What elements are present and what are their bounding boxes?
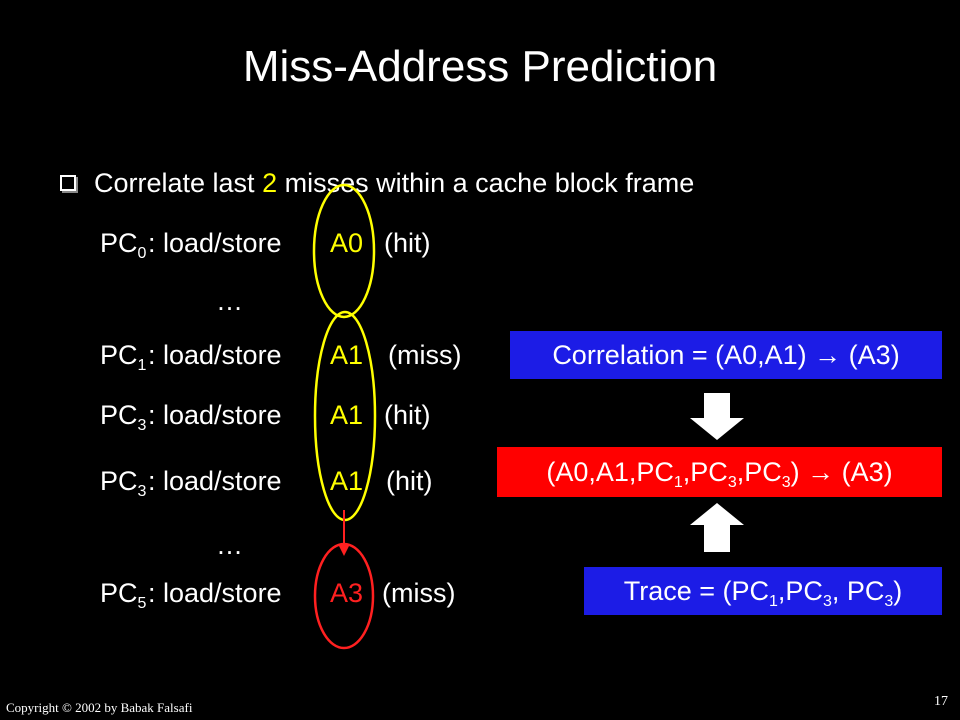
result: (miss) [382,578,456,608]
ellipse-a0-a1 [312,183,376,319]
page-number: 17 [934,694,948,709]
pc-label: PC [100,400,138,430]
ellipse-a3 [313,542,375,650]
op-label: : load/store [148,400,282,430]
bullet-highlight: 2 [262,168,278,198]
trace-box: Trace = (PC1,PC3, PC3) [584,567,942,615]
address: A0 [330,228,364,258]
combined-sub-3: 3 [781,474,791,491]
ellipse-a1-run [313,310,377,522]
access-line-pc3b: PC3 : load/store A1 (hit) [0,466,500,502]
pc-label: PC [100,340,138,370]
trace-text-3: , PC [831,576,885,606]
combined-correlation-box: (A0,A1,PC1,PC3,PC3) → (A3) [497,447,942,497]
access-line-pc5: PC5 : load/store A3 (miss) [0,578,500,614]
pc-label: PC [100,466,138,496]
down-block-arrow [690,393,744,440]
address: A3 [330,578,364,608]
bullet-text-before: Correlate last [94,168,263,198]
access-line-pc1: PC1 : load/store A1 (miss) [0,340,500,376]
trace-sub-3: 3 [884,593,894,610]
access-line-pc3a: PC3 : load/store A1 (hit) [0,400,500,436]
pc-subscript: 1 [137,357,147,374]
slide-title: Miss-Address Prediction [242,42,718,91]
op-label: : load/store [148,228,282,258]
address: A1 [330,466,364,496]
access-line-pc0: PC0 : load/store A0 (hit) [0,228,500,264]
bullet-text-after: misses within a cache block frame [277,168,695,198]
trace-text-4: ) [893,576,903,606]
pc-subscript: 5 [137,595,147,612]
pc-label: PC [100,228,138,258]
result: (miss) [388,340,462,370]
combined-text-4: ) → (A3) [790,457,893,487]
combined-sub-2: 3 [727,474,737,491]
result: (hit) [384,228,431,258]
checkbox-bullet-icon [60,174,76,191]
combined-sub-1: 1 [673,474,683,491]
ellipsis-1: … [216,286,243,316]
result: (hit) [384,400,431,430]
op-label: : load/store [148,340,282,370]
up-block-arrow [690,503,744,552]
combined-text-3: ,PC [736,457,782,487]
op-label: : load/store [148,578,282,608]
pc-subscript: 3 [137,417,147,434]
pc-subscript: 3 [137,483,147,500]
ellipsis-2: … [216,530,243,560]
trace-text-2: ,PC [777,576,823,606]
trace-text-1: Trace = (PC [623,576,770,606]
copyright-footer: Copyright © 2002 by Babak Falsafi [6,700,193,715]
result: (hit) [386,466,433,496]
combined-text-1: (A0,A1,PC [546,457,674,487]
bullet-point: Correlate last 2 misses within a cache b… [60,168,694,199]
trace-sub-2: 3 [822,593,832,610]
correlation-box: Correlation = (A0,A1) → (A3) [510,331,942,379]
combined-text-2: ,PC [682,457,728,487]
address: A1 [330,340,364,370]
pc-subscript: 0 [137,245,147,262]
pc-label: PC [100,578,138,608]
trace-sub-1: 1 [769,593,778,610]
red-arrow-head [338,544,350,556]
op-label: : load/store [148,466,282,496]
address: A1 [330,400,364,430]
